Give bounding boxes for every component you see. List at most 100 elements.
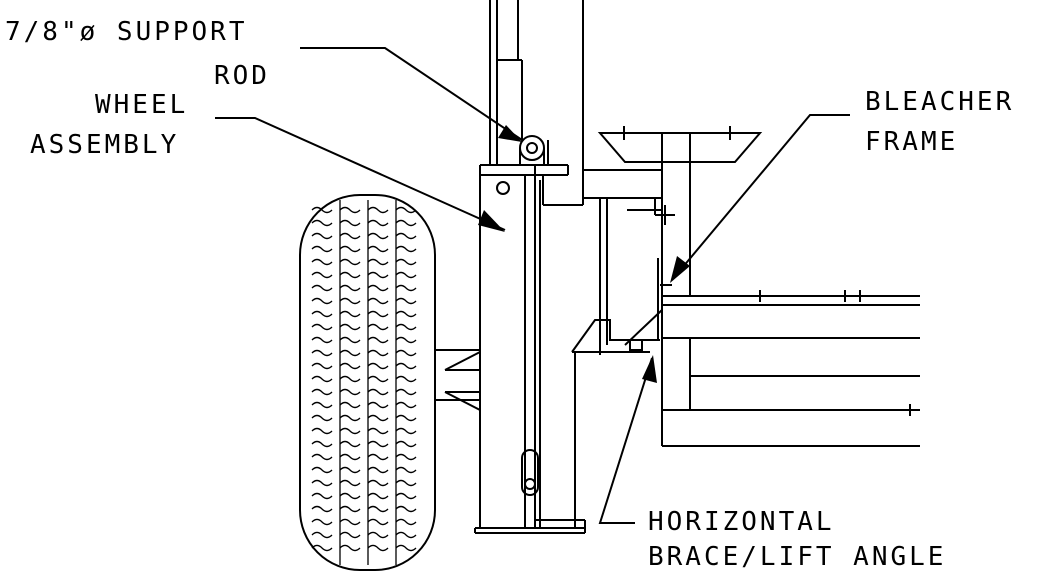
tread-mark xyxy=(395,271,417,279)
tread-mark xyxy=(311,492,333,500)
tread-mark xyxy=(339,440,361,448)
tread-mark xyxy=(367,349,389,357)
tread-mark xyxy=(339,427,361,435)
tread-mark xyxy=(311,427,333,435)
tread-mark xyxy=(311,232,333,240)
tread-mark xyxy=(311,466,333,474)
tread-mark xyxy=(311,505,333,513)
tread-mark xyxy=(339,284,361,292)
tread-mark xyxy=(395,284,417,292)
tread-mark xyxy=(367,479,389,487)
tread-mark xyxy=(339,258,361,266)
tread-mark xyxy=(367,323,389,331)
upper-post xyxy=(489,0,584,206)
tread-mark xyxy=(311,271,333,279)
tread-mark xyxy=(395,401,417,409)
bleacher-frame-label-line1: BLEACHER xyxy=(865,87,1014,117)
leader-brace xyxy=(598,355,657,524)
tread-mark xyxy=(311,206,333,214)
tread-mark xyxy=(311,336,333,344)
tread-mark xyxy=(395,505,417,513)
tread-mark xyxy=(311,362,333,370)
tread-mark xyxy=(367,362,389,370)
wheel-assembly-label-line1: WHEEL xyxy=(95,90,188,120)
tread-mark xyxy=(395,414,417,422)
tread-mark xyxy=(311,297,333,305)
leader-bleacher-frame xyxy=(670,114,850,283)
tread-mark xyxy=(311,310,333,318)
tread-mark xyxy=(395,479,417,487)
tread-mark xyxy=(339,505,361,513)
tread-mark xyxy=(395,427,417,435)
tread-mark xyxy=(339,531,361,539)
tread-mark xyxy=(311,453,333,461)
tread-mark xyxy=(339,349,361,357)
axle-bracket xyxy=(435,349,481,411)
tread-mark xyxy=(339,245,361,253)
tread-mark xyxy=(311,401,333,409)
tread-mark xyxy=(339,206,361,214)
tread-mark xyxy=(395,245,417,253)
tread-mark xyxy=(367,544,389,552)
tread-mark xyxy=(311,245,333,253)
wheel-assembly-label-line2: ASSEMBLY xyxy=(30,130,179,160)
bleacher-frame-label-line2: FRAME xyxy=(865,127,958,157)
tire xyxy=(299,194,436,571)
leader-support-rod xyxy=(300,47,523,142)
support-rod-label-line2: ROD xyxy=(214,61,270,91)
tread-mark xyxy=(367,388,389,396)
tread-mark xyxy=(311,440,333,448)
tread-mark xyxy=(311,375,333,383)
tread-mark xyxy=(339,375,361,383)
tread-mark xyxy=(339,271,361,279)
tread-mark xyxy=(339,232,361,240)
tread-mark xyxy=(367,518,389,526)
leader-wheel-assembly xyxy=(215,117,506,232)
tread-mark xyxy=(395,388,417,396)
label-support-rod: 7/8"ø SUPPORT ROD xyxy=(5,17,270,91)
tread-mark xyxy=(395,518,417,526)
tread-mark xyxy=(395,232,417,240)
tread-mark xyxy=(367,232,389,240)
tread-mark xyxy=(395,362,417,370)
lift-angle xyxy=(571,307,663,528)
tread-mark xyxy=(311,323,333,331)
tread-mark xyxy=(367,271,389,279)
tread-mark xyxy=(367,440,389,448)
tread-mark xyxy=(311,531,333,539)
tread-mark xyxy=(367,466,389,474)
tread-mark xyxy=(311,518,333,526)
tread-mark xyxy=(367,414,389,422)
tread-mark xyxy=(339,323,361,331)
tread-mark xyxy=(311,284,333,292)
label-brace: HORIZONTAL BRACE/LIFT ANGLE xyxy=(648,507,943,572)
tread-mark xyxy=(395,336,417,344)
tread-mark xyxy=(367,310,389,318)
tread-mark xyxy=(339,492,361,500)
tread-mark xyxy=(395,310,417,318)
tread-mark xyxy=(367,297,389,305)
tread-mark xyxy=(395,219,417,227)
tread-mark xyxy=(311,479,333,487)
tread-mark xyxy=(367,427,389,435)
tread-mark xyxy=(367,492,389,500)
tread-mark xyxy=(367,245,389,253)
tread-mark xyxy=(339,336,361,344)
label-bleacher-frame: BLEACHER FRAME xyxy=(865,87,1014,157)
tread-mark xyxy=(339,479,361,487)
tread-mark xyxy=(339,388,361,396)
tread-mark xyxy=(339,414,361,422)
tread-mark xyxy=(395,258,417,266)
tread-mark xyxy=(339,219,361,227)
tread-mark xyxy=(395,440,417,448)
tread-mark xyxy=(395,531,417,539)
tread-mark xyxy=(395,466,417,474)
tread-mark xyxy=(367,531,389,539)
tread-mark xyxy=(367,453,389,461)
tread-mark xyxy=(395,544,417,552)
tread-mark xyxy=(367,284,389,292)
tread-mark xyxy=(311,414,333,422)
tread-mark xyxy=(395,375,417,383)
support-rod-label-line1: 7/8"ø SUPPORT xyxy=(5,17,248,47)
